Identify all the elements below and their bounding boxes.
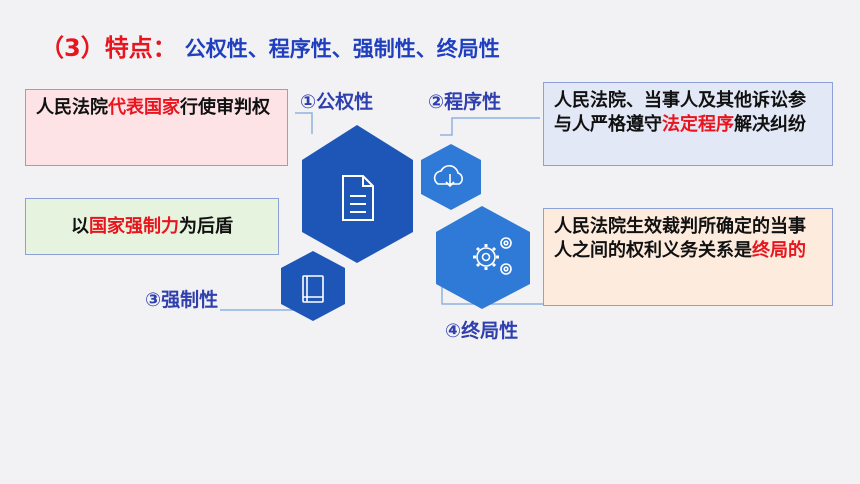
box2-highlight: 法定程序 (662, 114, 734, 136)
hexagon-coercion (281, 251, 345, 321)
box3-highlight: 国家强制力 (89, 216, 179, 237)
box1-highlight: 代表国家 (108, 97, 180, 118)
document-icon (342, 175, 374, 221)
hexagon-procedure (421, 144, 481, 210)
hexagon-public-power (302, 125, 413, 263)
connector-line-1 (295, 112, 313, 134)
title-main: （3）特点： (40, 34, 177, 62)
box3-text-end: 为后盾 (179, 216, 233, 237)
page-title: （3）特点： 公权性、程序性、强制性、终局性 (40, 28, 500, 63)
label-procedure: ②程序性 (428, 91, 502, 113)
book-icon (302, 275, 324, 303)
box-coercion: 以国家强制力为后盾 (25, 198, 279, 255)
label-public-power: ①公权性 (300, 91, 374, 113)
label-finality: ④终局性 (445, 320, 519, 342)
label-coercion: ③强制性 (145, 289, 219, 311)
gears-icon (473, 237, 512, 275)
box4-text: 人民法院生效裁判所确定的当事人之间的权利义务关系是 (554, 216, 806, 262)
connector-line-2 (440, 117, 540, 136)
cloud-download-icon (433, 165, 463, 188)
box1-text: 人民法院 (36, 97, 108, 118)
title-features: 公权性、程序性、强制性、终局性 (184, 37, 500, 61)
box-finality: 人民法院生效裁判所确定的当事人之间的权利义务关系是终局的 (543, 208, 833, 306)
box3-text: 以 (71, 216, 89, 237)
box-public-power: 人民法院代表国家行使审判权 (25, 89, 288, 166)
box4-highlight: 终局的 (752, 240, 806, 262)
box2-text: 人民法院、当事人及其他诉讼参与人严格遵守 (554, 90, 806, 136)
box1-text-end: 行使审判权 (180, 97, 270, 118)
box-procedure: 人民法院、当事人及其他诉讼参与人严格遵守法定程序解决纠纷 (543, 82, 833, 166)
box2-text-end: 解决纠纷 (734, 114, 806, 136)
